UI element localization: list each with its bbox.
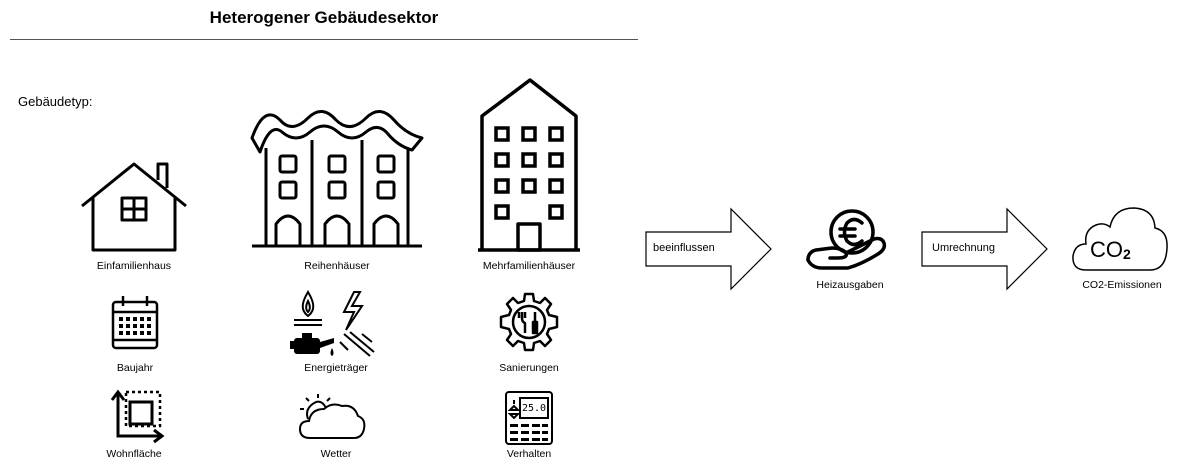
building-label-row-houses: Reihenhäuser xyxy=(304,260,370,272)
thermostat-icon: 25.0 xyxy=(505,391,553,445)
calendar-icon xyxy=(111,296,159,350)
diagram-title: Heterogener Gebäudesektor xyxy=(209,8,439,27)
factor-label-area: Wohnfläche xyxy=(106,448,162,460)
co2-cloud-text: CO2 xyxy=(1090,237,1131,262)
factor-label-renovation: Sanierungen xyxy=(499,362,559,374)
building-type-label: Gebäudetyp: xyxy=(18,94,93,109)
house-icon xyxy=(81,162,187,252)
renovation-gear-icon xyxy=(499,292,559,352)
influence-arrow-label: beeinflussen xyxy=(653,242,715,254)
factor-label-year: Baujahr xyxy=(116,362,154,374)
thermostat-display: 25.0 xyxy=(522,403,546,414)
influence-arrow xyxy=(645,207,772,291)
conversion-arrow xyxy=(921,207,1048,291)
factor-label-behavior: Verhalten xyxy=(506,448,552,460)
factor-label-weather: Wetter xyxy=(320,448,352,460)
co2-cloud-icon: CO2 xyxy=(1072,207,1168,271)
building-label-single-family: Einfamilienhaus xyxy=(96,260,172,272)
euro-coin-hand-icon xyxy=(806,209,887,270)
weather-icon xyxy=(298,394,366,439)
building-label-multi-family: Mehrfamilienhäuser xyxy=(482,260,576,272)
row-houses-icon xyxy=(250,110,424,248)
factor-label-energy: Energieträger xyxy=(304,362,368,374)
apartment-building-icon xyxy=(478,78,580,252)
title-divider xyxy=(10,39,638,40)
conversion-arrow-label: Umrechnung xyxy=(932,242,995,254)
heating-costs-label: Heizausgaben xyxy=(816,279,884,291)
energy-carriers-icon xyxy=(290,290,375,357)
floor-area-icon xyxy=(110,389,165,444)
co2-emissions-label: CO2-Emissionen xyxy=(1082,279,1162,291)
